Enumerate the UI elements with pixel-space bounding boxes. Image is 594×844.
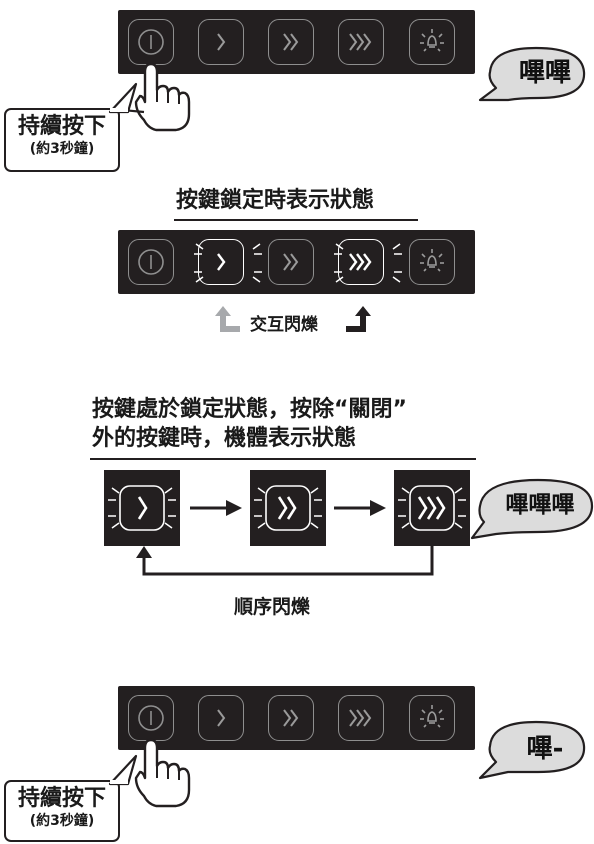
chevron-single-icon — [217, 33, 226, 51]
speed-1-key[interactable] — [198, 19, 244, 65]
beep-text-1: 嗶嗶 — [518, 57, 571, 88]
hand-pointer-icon — [121, 62, 191, 132]
chevron-triple-icon — [349, 253, 372, 271]
speed-2-key[interactable] — [268, 695, 314, 741]
hand-pointer-icon — [134, 738, 191, 808]
beep-text-3: 嗶嗶嗶 — [505, 492, 575, 518]
light-icon — [420, 29, 444, 52]
section2-caption: 交互閃爍 — [250, 315, 318, 335]
alternate-arrow-right-icon — [346, 306, 371, 332]
section3-title-underline — [90, 458, 476, 460]
press-duration-text: (約3秒鐘) — [29, 141, 95, 157]
power-icon — [138, 705, 164, 731]
chevron-single-icon — [217, 709, 226, 727]
control-panel-2 — [118, 230, 475, 294]
speed-1-key[interactable] — [198, 695, 244, 741]
section3-title-line2: 外的按鍵時，機體表示狀態 — [92, 426, 357, 451]
sequence-arrow-1 — [190, 500, 242, 516]
speed-3-key-flashing[interactable] — [338, 239, 384, 285]
beep-bubble-4 — [478, 720, 586, 780]
power-icon — [138, 29, 164, 55]
light-key[interactable] — [409, 695, 455, 741]
chevron-single-icon — [217, 253, 226, 271]
light-key[interactable] — [409, 239, 455, 285]
speed-3-key[interactable] — [338, 695, 384, 741]
speed-2-key[interactable] — [268, 19, 314, 65]
flash-rays-2 — [194, 243, 402, 283]
chevron-triple-icon — [349, 709, 372, 727]
press-hold-text: 持續按下 — [17, 114, 106, 139]
control-panel-4 — [118, 686, 475, 750]
control-panel-1 — [118, 10, 475, 74]
chevron-double-icon — [283, 33, 299, 51]
beep-bubble-1 — [478, 46, 586, 102]
section2-title-underline — [174, 219, 418, 221]
press-hold-label-4: 持續按下 (約3秒鐘) — [4, 780, 120, 842]
chevron-double-icon — [283, 253, 299, 271]
light-icon — [420, 249, 444, 272]
flash-key-speed-1 — [104, 470, 180, 546]
press-hold-label: 持續按下 (約3秒鐘) — [4, 108, 120, 172]
beep-text-4: 嗶- — [526, 733, 564, 764]
press-duration-text: (約3秒鐘) — [29, 813, 95, 829]
section3-title-line1: 按鍵處於鎖定狀態，按除“關閉” — [92, 397, 407, 422]
power-key[interactable] — [128, 239, 174, 285]
power-icon — [138, 249, 164, 275]
beep-bubble-3 — [470, 478, 594, 540]
chevron-double-icon — [283, 709, 299, 727]
light-key[interactable] — [409, 19, 455, 65]
alternate-arrow-left-icon — [215, 306, 240, 332]
speed-3-key[interactable] — [338, 19, 384, 65]
press-hold-text: 持續按下 — [17, 786, 106, 811]
section2-title: 按鍵鎖定時表示狀態 — [176, 188, 375, 213]
sequence-arrow-2 — [334, 500, 386, 516]
callout-pointer-4 — [108, 754, 138, 786]
section3-caption: 順序閃爍 — [234, 596, 311, 618]
light-icon — [420, 705, 444, 728]
speed-1-key-flashing[interactable] — [198, 239, 244, 285]
callout-pointer — [108, 82, 138, 114]
chevron-triple-icon — [349, 33, 372, 51]
speed-2-key[interactable] — [268, 239, 314, 285]
flash-key-speed-3 — [394, 470, 470, 546]
sequence-return-arrow — [136, 546, 434, 576]
flash-key-speed-2 — [250, 470, 326, 546]
